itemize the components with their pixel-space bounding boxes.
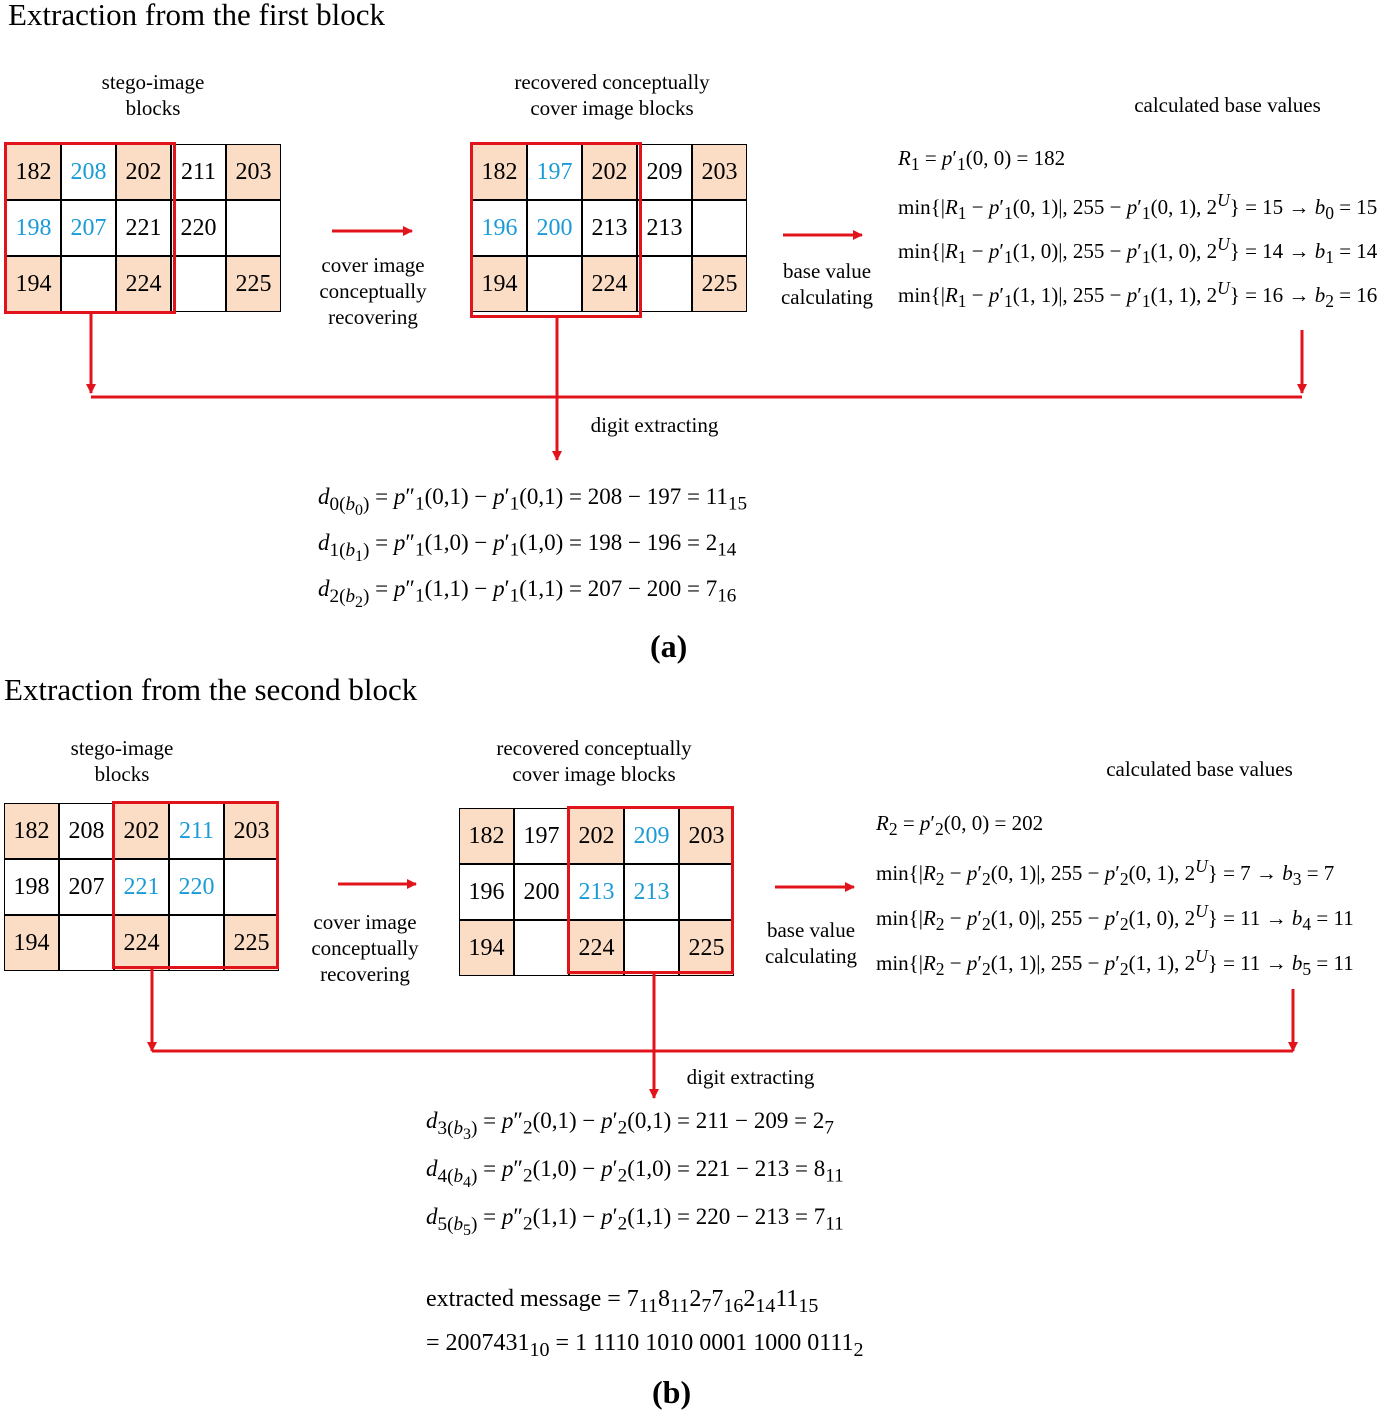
- pixel-cell: 209: [624, 808, 679, 864]
- pixel-cell: 196: [459, 864, 514, 920]
- pixel-cell: 194: [6, 256, 61, 312]
- pixel-cell: [527, 256, 582, 312]
- base-eq-b: R2 = p′2(0, 0) = 202: [876, 811, 1044, 840]
- pixel-cell: 197: [527, 144, 582, 200]
- pixel-cell: 198: [6, 200, 61, 256]
- pixel-cell: [692, 200, 747, 256]
- base-equations-a: R1 = p′1(0, 0) = 182 min{|R1 − p′1(0, 1)…: [898, 146, 1377, 322]
- pixel-cell: 224: [116, 256, 171, 312]
- message-line: = 200743110 = 1 1110 1010 0001 1000 0111…: [426, 1330, 864, 1361]
- base-eq-a: min{|R1 − p′1(1, 1)|, 255 − p′1(1, 1), 2…: [898, 278, 1377, 312]
- pixel-cell: [637, 256, 692, 312]
- base-eq-b: min{|R2 − p′2(1, 1)|, 255 − p′2(1, 1), 2…: [876, 946, 1354, 980]
- base-values-label-b: calculated base values: [1106, 757, 1293, 781]
- highlight-block-b-stego: [112, 801, 279, 969]
- base-equations-b: R2 = p′2(0, 0) = 202 min{|R2 − p′2(0, 1)…: [876, 811, 1354, 991]
- pixel-cell: 182: [6, 144, 61, 200]
- pixel-cell: 224: [582, 256, 637, 312]
- base-eq-a: min{|R1 − p′1(0, 1)|, 255 − p′1(0, 1), 2…: [898, 190, 1377, 224]
- pixel-cell: 202: [569, 808, 624, 864]
- pixel-cell: 203: [679, 808, 734, 864]
- highlight-block-b-recovered: [567, 806, 734, 974]
- pixel-cell: 207: [61, 200, 116, 256]
- caption-b: (b): [652, 1374, 692, 1410]
- pixel-cell: 225: [226, 256, 281, 312]
- pixel-cell: [224, 859, 279, 915]
- digit-equations-a: d0(b0) = p″1(0,1) − p′1(0,1) = 208 − 197…: [318, 484, 747, 622]
- pixel-cell: 208: [61, 144, 116, 200]
- pixel-cell: 182: [4, 803, 59, 859]
- digit-eq-a: d0(b0) = p″1(0,1) − p′1(0,1) = 208 − 197…: [318, 484, 748, 519]
- digit-eq-a: d2(b2) = p″1(1,1) − p′1(1,1) = 207 − 200…: [318, 576, 737, 611]
- pixel-cell: [624, 920, 679, 976]
- pixel-cell: 182: [459, 808, 514, 864]
- pixel-cell: 224: [114, 915, 169, 971]
- pixel-cell: 220: [169, 859, 224, 915]
- digit-eq-b: d4(b4) = p″2(1,0) − p′2(1,0) = 221 − 213…: [426, 1156, 844, 1191]
- pixel-cell: 221: [116, 200, 171, 256]
- pixel-cell: 225: [224, 915, 279, 971]
- pixel-cell: 213: [637, 200, 692, 256]
- digit-extracting-label-a: digit extracting: [590, 413, 719, 437]
- pixel-cell: 207: [59, 859, 114, 915]
- pixel-cell: 194: [4, 915, 59, 971]
- pixel-cell: 221: [114, 859, 169, 915]
- pixel-cell: 196: [472, 200, 527, 256]
- pixel-cell: 202: [116, 144, 171, 200]
- digit-eq-b: d5(b5) = p″2(1,1) − p′2(1,1) = 220 − 213…: [426, 1204, 844, 1239]
- pixel-cell: 202: [114, 803, 169, 859]
- pixel-cell: 224: [569, 920, 624, 976]
- pixel-cell: 225: [692, 256, 747, 312]
- base-eq-a: R1 = p′1(0, 0) = 182: [898, 146, 1066, 175]
- pixel-cell: 202: [582, 144, 637, 200]
- pixel-cell: 194: [472, 256, 527, 312]
- pixel-cell: 203: [226, 144, 281, 200]
- base-values-label-a: calculated base values: [1134, 93, 1321, 117]
- base-eq-b: min{|R2 − p′2(1, 0)|, 255 − p′2(1, 0), 2…: [876, 901, 1354, 935]
- highlight-block-a-recovered: [470, 142, 642, 318]
- base-eq-b: min{|R2 − p′2(0, 1)|, 255 − p′2(0, 1), 2…: [876, 856, 1335, 890]
- pixel-cell: [226, 200, 281, 256]
- base-eq-a: min{|R1 − p′1(1, 0)|, 255 − p′1(1, 0), 2…: [898, 234, 1377, 268]
- panel-b-title: Extraction from the second block: [4, 672, 418, 707]
- pixel-cell: 209: [637, 144, 692, 200]
- pixel-cell: 211: [171, 144, 226, 200]
- highlight-block-a-stego: [4, 142, 176, 314]
- pixel-cell: 198: [4, 859, 59, 915]
- pixel-cell: 194: [459, 920, 514, 976]
- pixel-cell: 213: [582, 200, 637, 256]
- pixel-cell: [514, 920, 569, 976]
- message-line: extracted message = 711811277162141115: [426, 1286, 819, 1317]
- caption-a: (a): [650, 628, 688, 664]
- digit-extracting-label-b: digit extracting: [686, 1065, 815, 1089]
- pixel-cell: 200: [527, 200, 582, 256]
- pixel-cell: 220: [171, 200, 226, 256]
- pixel-cell: 211: [169, 803, 224, 859]
- pixel-cell: [171, 256, 226, 312]
- pixel-cell: 203: [692, 144, 747, 200]
- digit-eq-a: d1(b1) = p″1(1,0) − p′1(1,0) = 198 − 196…: [318, 530, 737, 565]
- pixel-cell: 213: [624, 864, 679, 920]
- extracted-message: extracted message = 711811277162141115 =…: [426, 1286, 864, 1374]
- panel-a-title: Extraction from the first block: [8, 0, 386, 32]
- digit-equations-b: d3(b3) = p″2(0,1) − p′2(0,1) = 211 − 209…: [426, 1108, 844, 1252]
- pixel-cell: [169, 915, 224, 971]
- digit-eq-b: d3(b3) = p″2(0,1) − p′2(0,1) = 211 − 209…: [426, 1108, 834, 1143]
- pixel-cell: 197: [514, 808, 569, 864]
- pixel-cell: [61, 256, 116, 312]
